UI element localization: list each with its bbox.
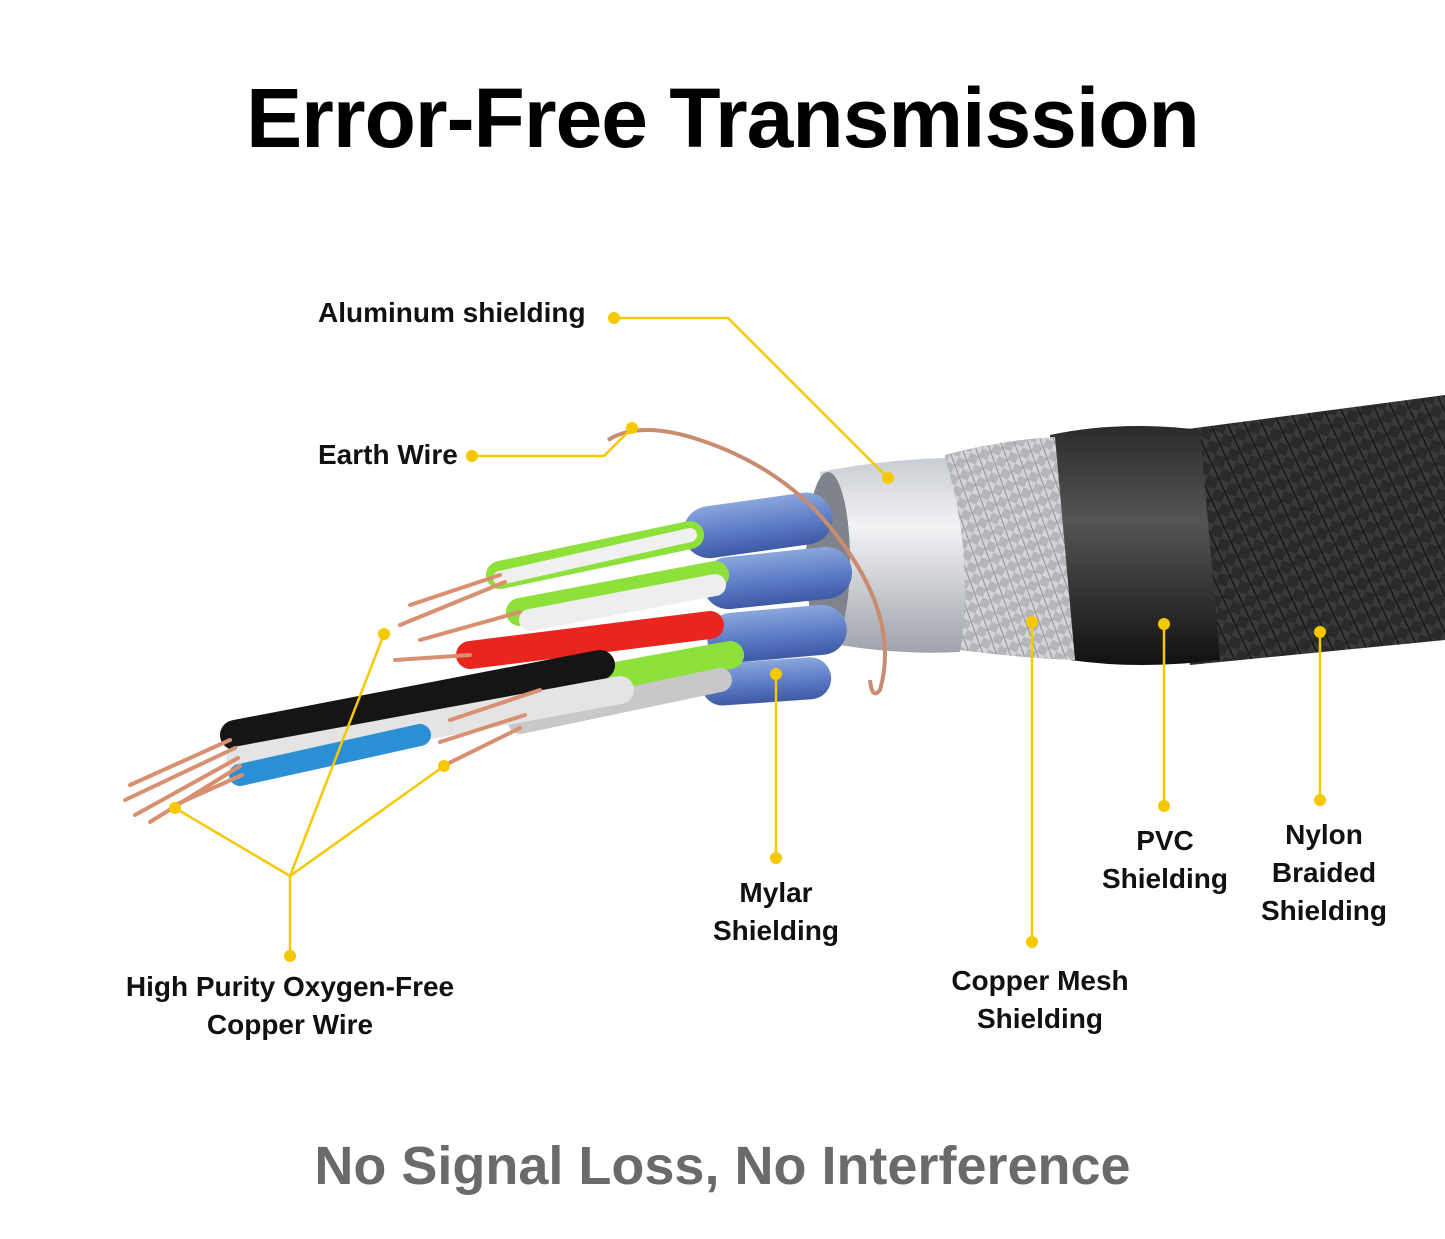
label-line: Shielding bbox=[713, 915, 839, 946]
label-line: Mylar bbox=[739, 877, 813, 908]
aluminum-sleeve bbox=[820, 458, 965, 653]
label-copper-mesh-shielding: Copper Mesh Shielding bbox=[930, 962, 1150, 1038]
callout-dots bbox=[169, 312, 1326, 962]
label-mylar-shielding: Mylar Shielding bbox=[696, 874, 856, 950]
label-earth-wire: Earth Wire bbox=[318, 436, 458, 474]
label-line: Copper Wire bbox=[206, 1009, 374, 1040]
label-line: Braided bbox=[1271, 857, 1377, 888]
label-line: Shielding bbox=[977, 1003, 1103, 1034]
leader-aluminum bbox=[614, 316, 889, 479]
copper-strands bbox=[123, 573, 542, 824]
label-copper-wire: High Purity Oxygen-Free Copper Wire bbox=[110, 968, 470, 1044]
label-nylon-braided-shielding: Nylon Braided Shielding bbox=[1244, 816, 1404, 930]
copper-mesh-layer bbox=[945, 437, 1075, 660]
label-text: Aluminum shielding bbox=[318, 297, 586, 328]
label-line: PVC bbox=[1136, 825, 1194, 856]
label-line: Copper Mesh bbox=[951, 965, 1129, 996]
label-aluminum-shielding: Aluminum shielding bbox=[318, 294, 586, 332]
mylar-pairs bbox=[683, 492, 853, 706]
tagline: No Signal Loss, No Interference bbox=[314, 1136, 1131, 1196]
label-line: Shielding bbox=[1102, 863, 1228, 894]
leader-earth bbox=[472, 427, 633, 458]
earth-wire-strand bbox=[606, 428, 887, 696]
headline: Error-Free Transmission bbox=[246, 71, 1200, 165]
pvc-band bbox=[1050, 426, 1220, 665]
label-line: Nylon bbox=[1285, 819, 1363, 850]
callout-lines bbox=[174, 316, 1322, 956]
nylon-jacket bbox=[1180, 395, 1445, 665]
label-pvc-shielding: PVC Shielding bbox=[1090, 822, 1240, 898]
conductors bbox=[220, 521, 744, 786]
label-line: High Purity Oxygen-Free bbox=[125, 971, 455, 1002]
label-text: Earth Wire bbox=[318, 439, 458, 470]
label-line: Shielding bbox=[1261, 895, 1387, 926]
